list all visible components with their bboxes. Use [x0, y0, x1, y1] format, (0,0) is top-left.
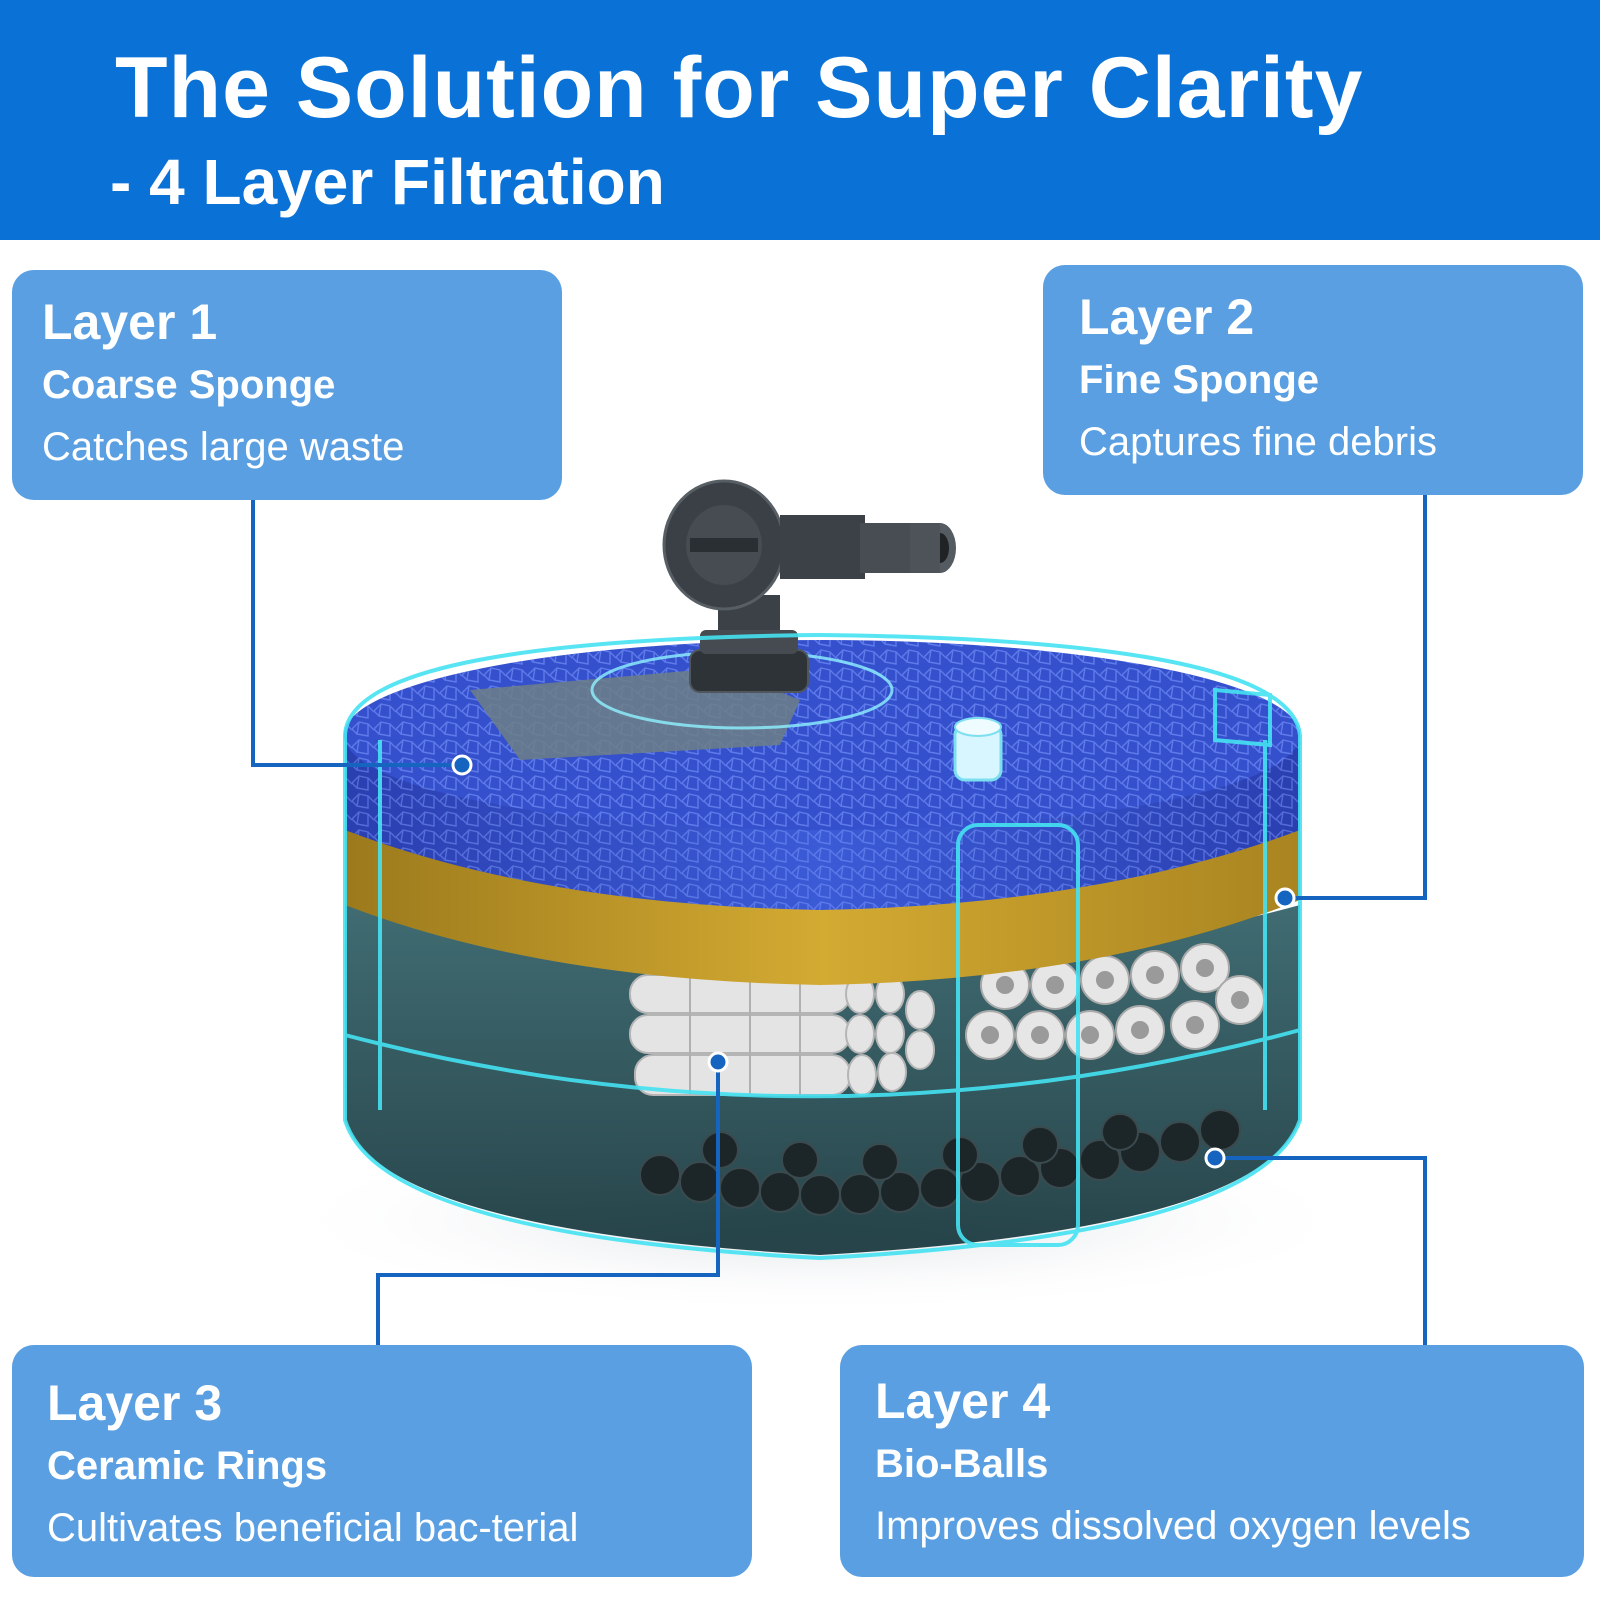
- ceramic-rings-left: [629, 974, 935, 1096]
- layer-2-title: Layer 2: [1079, 289, 1255, 345]
- layer-4-card: Layer 4 Bio-Balls Improves dissolved oxy…: [840, 1345, 1584, 1577]
- bio-balls-group: [639, 1109, 1241, 1216]
- ceramic-rings-right: [965, 943, 1265, 1060]
- layer-3-card: Layer 3 Ceramic Rings Cultivates benefic…: [12, 1345, 752, 1577]
- top-plate: [470, 668, 800, 760]
- filter-body: [345, 905, 1300, 1255]
- sponge-top: [344, 640, 1300, 830]
- layer-1-card: Layer 1 Coarse Sponge Catches large wast…: [12, 270, 562, 500]
- fine-sponge-layer: [345, 820, 1300, 985]
- page-subtitle: - 4 Layer Filtration: [110, 146, 665, 218]
- layer-3-title: Layer 3: [47, 1375, 223, 1431]
- floor-shadow: [260, 1125, 1380, 1315]
- header-banner: The Solution for Super Clarity - 4 Layer…: [0, 0, 1600, 240]
- connector-dots: [451, 754, 1296, 1169]
- pump-outlet: [662, 479, 956, 693]
- layer-1-description: Catches large waste: [42, 425, 405, 469]
- coarse-sponge-layer: [345, 740, 1300, 910]
- layer-4-name: Bio-Balls: [875, 1442, 1049, 1486]
- connector-lines: [251, 495, 1427, 1345]
- layer-1-name: Coarse Sponge: [42, 363, 336, 407]
- layer-4-description: Improves dissolved oxygen levels: [875, 1504, 1471, 1548]
- layer-3-description: Cultivates beneficial bac-terial: [47, 1506, 579, 1550]
- layer-2-name: Fine Sponge: [1079, 358, 1319, 402]
- layer-2-card: Layer 2 Fine Sponge Captures fine debris: [1043, 265, 1583, 495]
- housing-outline: [343, 632, 1302, 1261]
- layer-4-title: Layer 4: [875, 1373, 1051, 1429]
- page-title: The Solution for Super Clarity: [115, 40, 1364, 136]
- layer-3-name: Ceramic Rings: [47, 1444, 328, 1488]
- layer-1-title: Layer 1: [42, 294, 218, 350]
- layer-2-description: Captures fine debris: [1079, 420, 1437, 464]
